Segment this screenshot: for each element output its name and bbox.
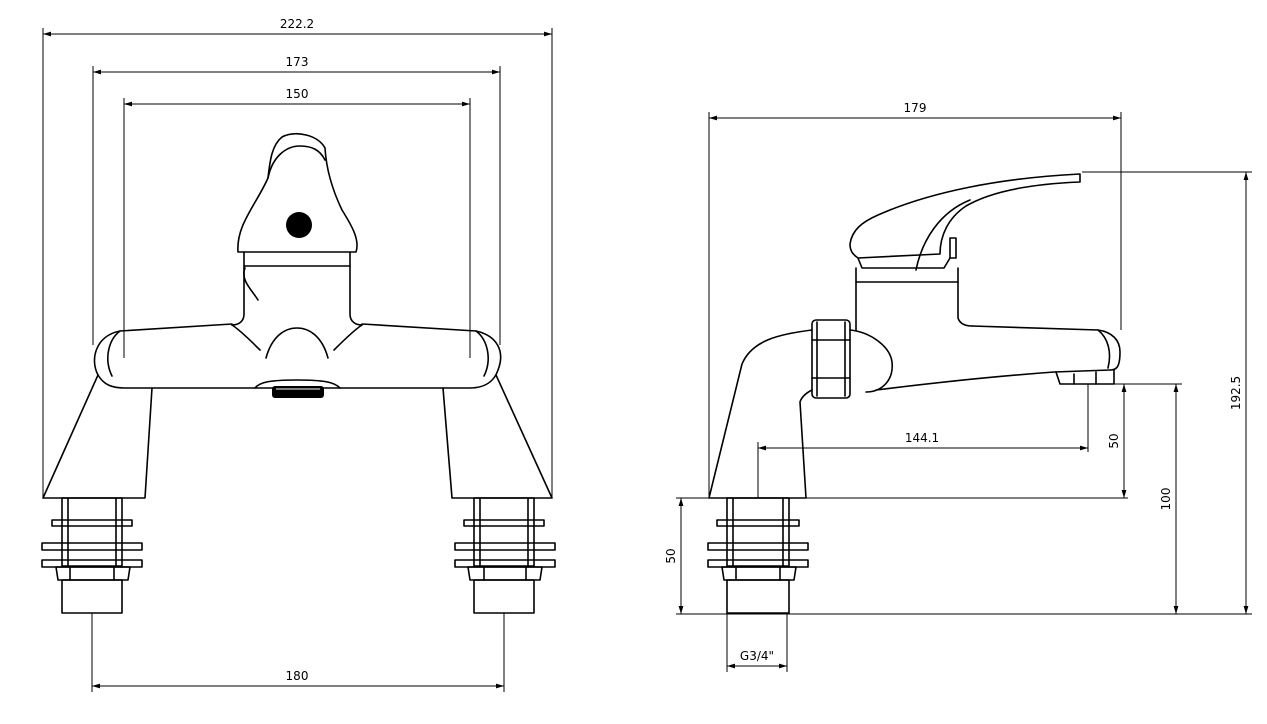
- dim-spout-span: 150: [123, 87, 471, 358]
- front-spout-outlet: [254, 379, 341, 398]
- dim-label-overall-height: 192.5: [1229, 376, 1243, 410]
- front-right-leg: [442, 374, 553, 499]
- side-body: [849, 325, 1121, 393]
- dim-overall-depth: 179: [708, 101, 1122, 498]
- front-body: [93, 323, 502, 389]
- front-handle-dot-icon: [286, 212, 312, 238]
- dim-label-tap-centres: 180: [286, 669, 309, 683]
- side-lever-handle: [849, 173, 1081, 271]
- dim-label-overall-depth: 179: [904, 101, 927, 115]
- dim-label-overall-width: 222.2: [280, 17, 314, 31]
- dim-spout-clearance: 100: [1090, 383, 1182, 614]
- dim-spout-reach: 144.1: [757, 384, 1089, 498]
- front-left-tail: [41, 497, 143, 614]
- side-hex-nut: [811, 319, 851, 399]
- dim-body-width: 173: [92, 55, 501, 345]
- dim-label-spout-clearance: 100: [1159, 488, 1173, 511]
- side-outlet: [1055, 369, 1115, 385]
- dim-label-tail-length: 50: [664, 548, 678, 563]
- dim-label-spout-reach: 144.1: [905, 431, 939, 445]
- side-spout-leg: [708, 329, 813, 499]
- dim-label-spout-height: 50: [1107, 433, 1121, 448]
- dim-spout-height: 50: [1107, 384, 1127, 498]
- dim-label-thread: G3/4": [740, 649, 774, 663]
- dim-thread: G3/4": [726, 613, 788, 672]
- side-view: 179 192.5 100 50 144.1: [664, 101, 1252, 672]
- side-tail: [707, 497, 809, 614]
- dim-tap-centres: 180: [91, 613, 505, 692]
- dim-overall-width: 222.2: [42, 17, 553, 498]
- front-left-leg: [42, 374, 153, 499]
- dim-tail-length: 50: [664, 498, 684, 614]
- dim-label-body-width: 173: [286, 55, 309, 69]
- front-right-tail: [454, 497, 556, 614]
- front-view: 222.2 173 150: [41, 17, 556, 692]
- dim-label-spout-span: 150: [286, 87, 309, 101]
- side-cartridge: [855, 267, 973, 331]
- front-stem: [231, 251, 363, 326]
- dim-overall-height: 192.5: [1082, 171, 1252, 614]
- front-handle: [237, 133, 358, 253]
